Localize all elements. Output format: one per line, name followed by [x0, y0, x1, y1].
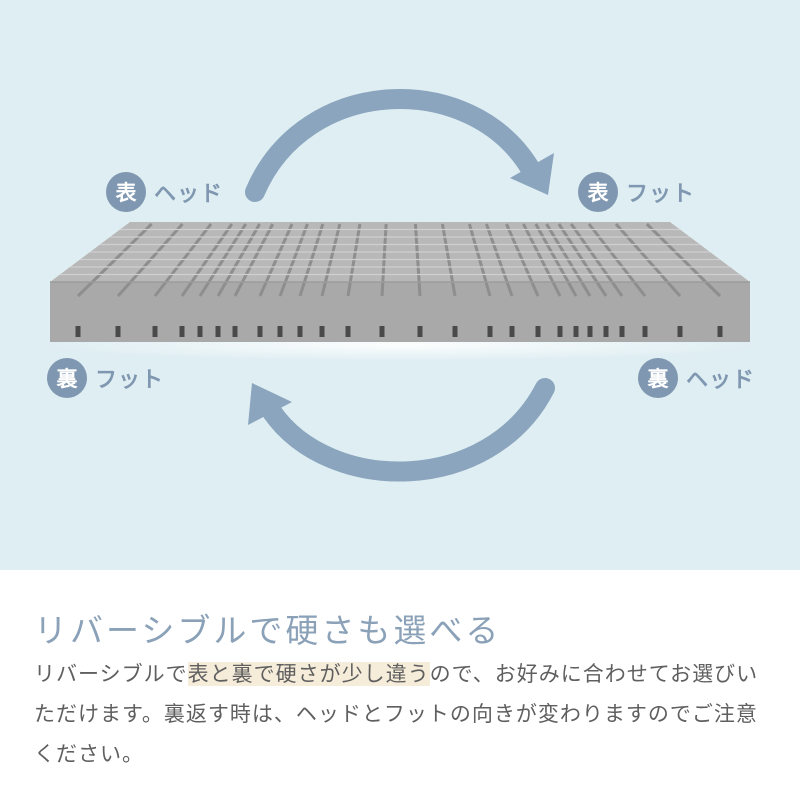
mattress-notch: [75, 326, 81, 337]
head-label: ヘッド: [154, 182, 224, 207]
mattress-notch: [642, 326, 648, 337]
mattress-notch: [717, 326, 723, 337]
label-back-foot: 裏 フット: [47, 358, 164, 398]
mattress-notch: [152, 326, 158, 337]
back-badge: 裏: [47, 358, 87, 398]
mattress-notch: [452, 326, 458, 337]
front-badge: 表: [106, 172, 146, 212]
mattress-illustration: [40, 222, 760, 361]
mattress-notch: [619, 326, 625, 337]
mattress-notch: [345, 326, 351, 337]
head-label: ヘッド: [686, 368, 756, 393]
mattress-notch: [197, 326, 203, 337]
mattress-notch: [232, 326, 238, 337]
mattress-notch: [319, 326, 325, 337]
mattress-notch: [677, 326, 683, 337]
mattress-notch: [379, 326, 385, 337]
back-badge: 裏: [638, 358, 678, 398]
foot-label: フット: [95, 368, 165, 393]
mattress-notch: [535, 326, 541, 337]
description-text: リバーシブルで表と裏で硬さが少し違うので、お好みに合わせてお選びいただけます。裏…: [34, 654, 774, 774]
hero-section: 表 ヘッド 表 フット 裏 フット 裏 ヘッド: [0, 0, 800, 570]
mattress-notch: [215, 326, 221, 337]
front-badge: 表: [578, 172, 618, 212]
label-front-head: 表 ヘッド: [106, 172, 223, 212]
description-part1: リバーシブルで: [34, 662, 188, 686]
foot-label: フット: [626, 182, 696, 207]
rotate-arrow-bottom-icon: [248, 378, 555, 482]
mattress-notch: [509, 326, 515, 337]
mattress-notch: [277, 326, 283, 337]
mattress-notch: [115, 326, 121, 337]
description-part2: ので、お好みに合わせてお選びいただけます。裏返す時は、ヘッドとフットの向きが変わ…: [34, 662, 759, 766]
mattress-notch: [487, 326, 493, 337]
label-back-head: 裏 ヘッド: [638, 358, 755, 398]
mattress-notch: [603, 326, 609, 337]
highlighted-phrase: 表と裏で硬さが少し違う: [187, 662, 430, 686]
mattress-notch: [257, 326, 263, 337]
mattress-notch: [587, 326, 593, 337]
rotate-arrow-top-icon: [245, 89, 554, 202]
illustration: [40, 89, 760, 482]
label-front-foot: 表 フット: [578, 172, 695, 212]
mattress-notch: [179, 326, 185, 337]
section-heading: リバーシブルで硬さも選べる: [34, 611, 502, 650]
mattress-notch: [417, 326, 423, 337]
mattress-notch: [573, 326, 579, 337]
mattress-notch: [557, 326, 563, 337]
mattress-notch: [297, 326, 303, 337]
